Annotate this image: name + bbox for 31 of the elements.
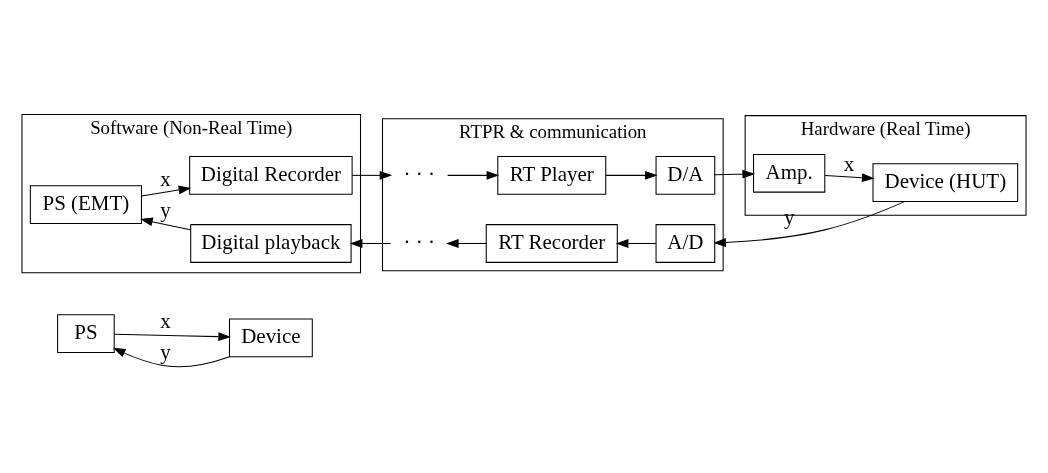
arrow bbox=[141, 185, 192, 197]
node-box: Device bbox=[228, 318, 313, 358]
arrow bbox=[824, 173, 875, 183]
edge-label: y bbox=[160, 198, 171, 223]
node-box: Amp. bbox=[753, 153, 826, 193]
arrow bbox=[605, 170, 658, 180]
arrow bbox=[113, 332, 231, 342]
node-box: Digital Recorder bbox=[189, 155, 353, 195]
arrow bbox=[140, 217, 191, 231]
node-box: A/D bbox=[655, 224, 716, 263]
node-box: PS (EMT) bbox=[29, 185, 142, 225]
edge-label: x bbox=[160, 166, 171, 191]
arrow bbox=[112, 347, 230, 368]
arrow bbox=[713, 201, 906, 247]
edge-label: x bbox=[843, 152, 855, 177]
arrow bbox=[349, 239, 392, 248]
node-box: RT Player bbox=[497, 155, 607, 195]
arrow bbox=[615, 239, 657, 248]
edge-label: y bbox=[160, 339, 171, 364]
node-text: · · · bbox=[403, 229, 435, 254]
arrow bbox=[351, 170, 393, 180]
node-box: D/A bbox=[655, 155, 716, 195]
edge-label: x bbox=[160, 309, 171, 334]
node-box: Digital playback bbox=[190, 224, 352, 263]
arrow bbox=[447, 170, 500, 180]
node-box: Device (HUT) bbox=[872, 163, 1019, 203]
node-box: PS bbox=[57, 314, 115, 353]
arrow bbox=[446, 239, 487, 248]
arrow bbox=[714, 169, 755, 179]
node-text: · · · bbox=[403, 161, 435, 186]
node-box: RT Recorder bbox=[485, 224, 618, 263]
